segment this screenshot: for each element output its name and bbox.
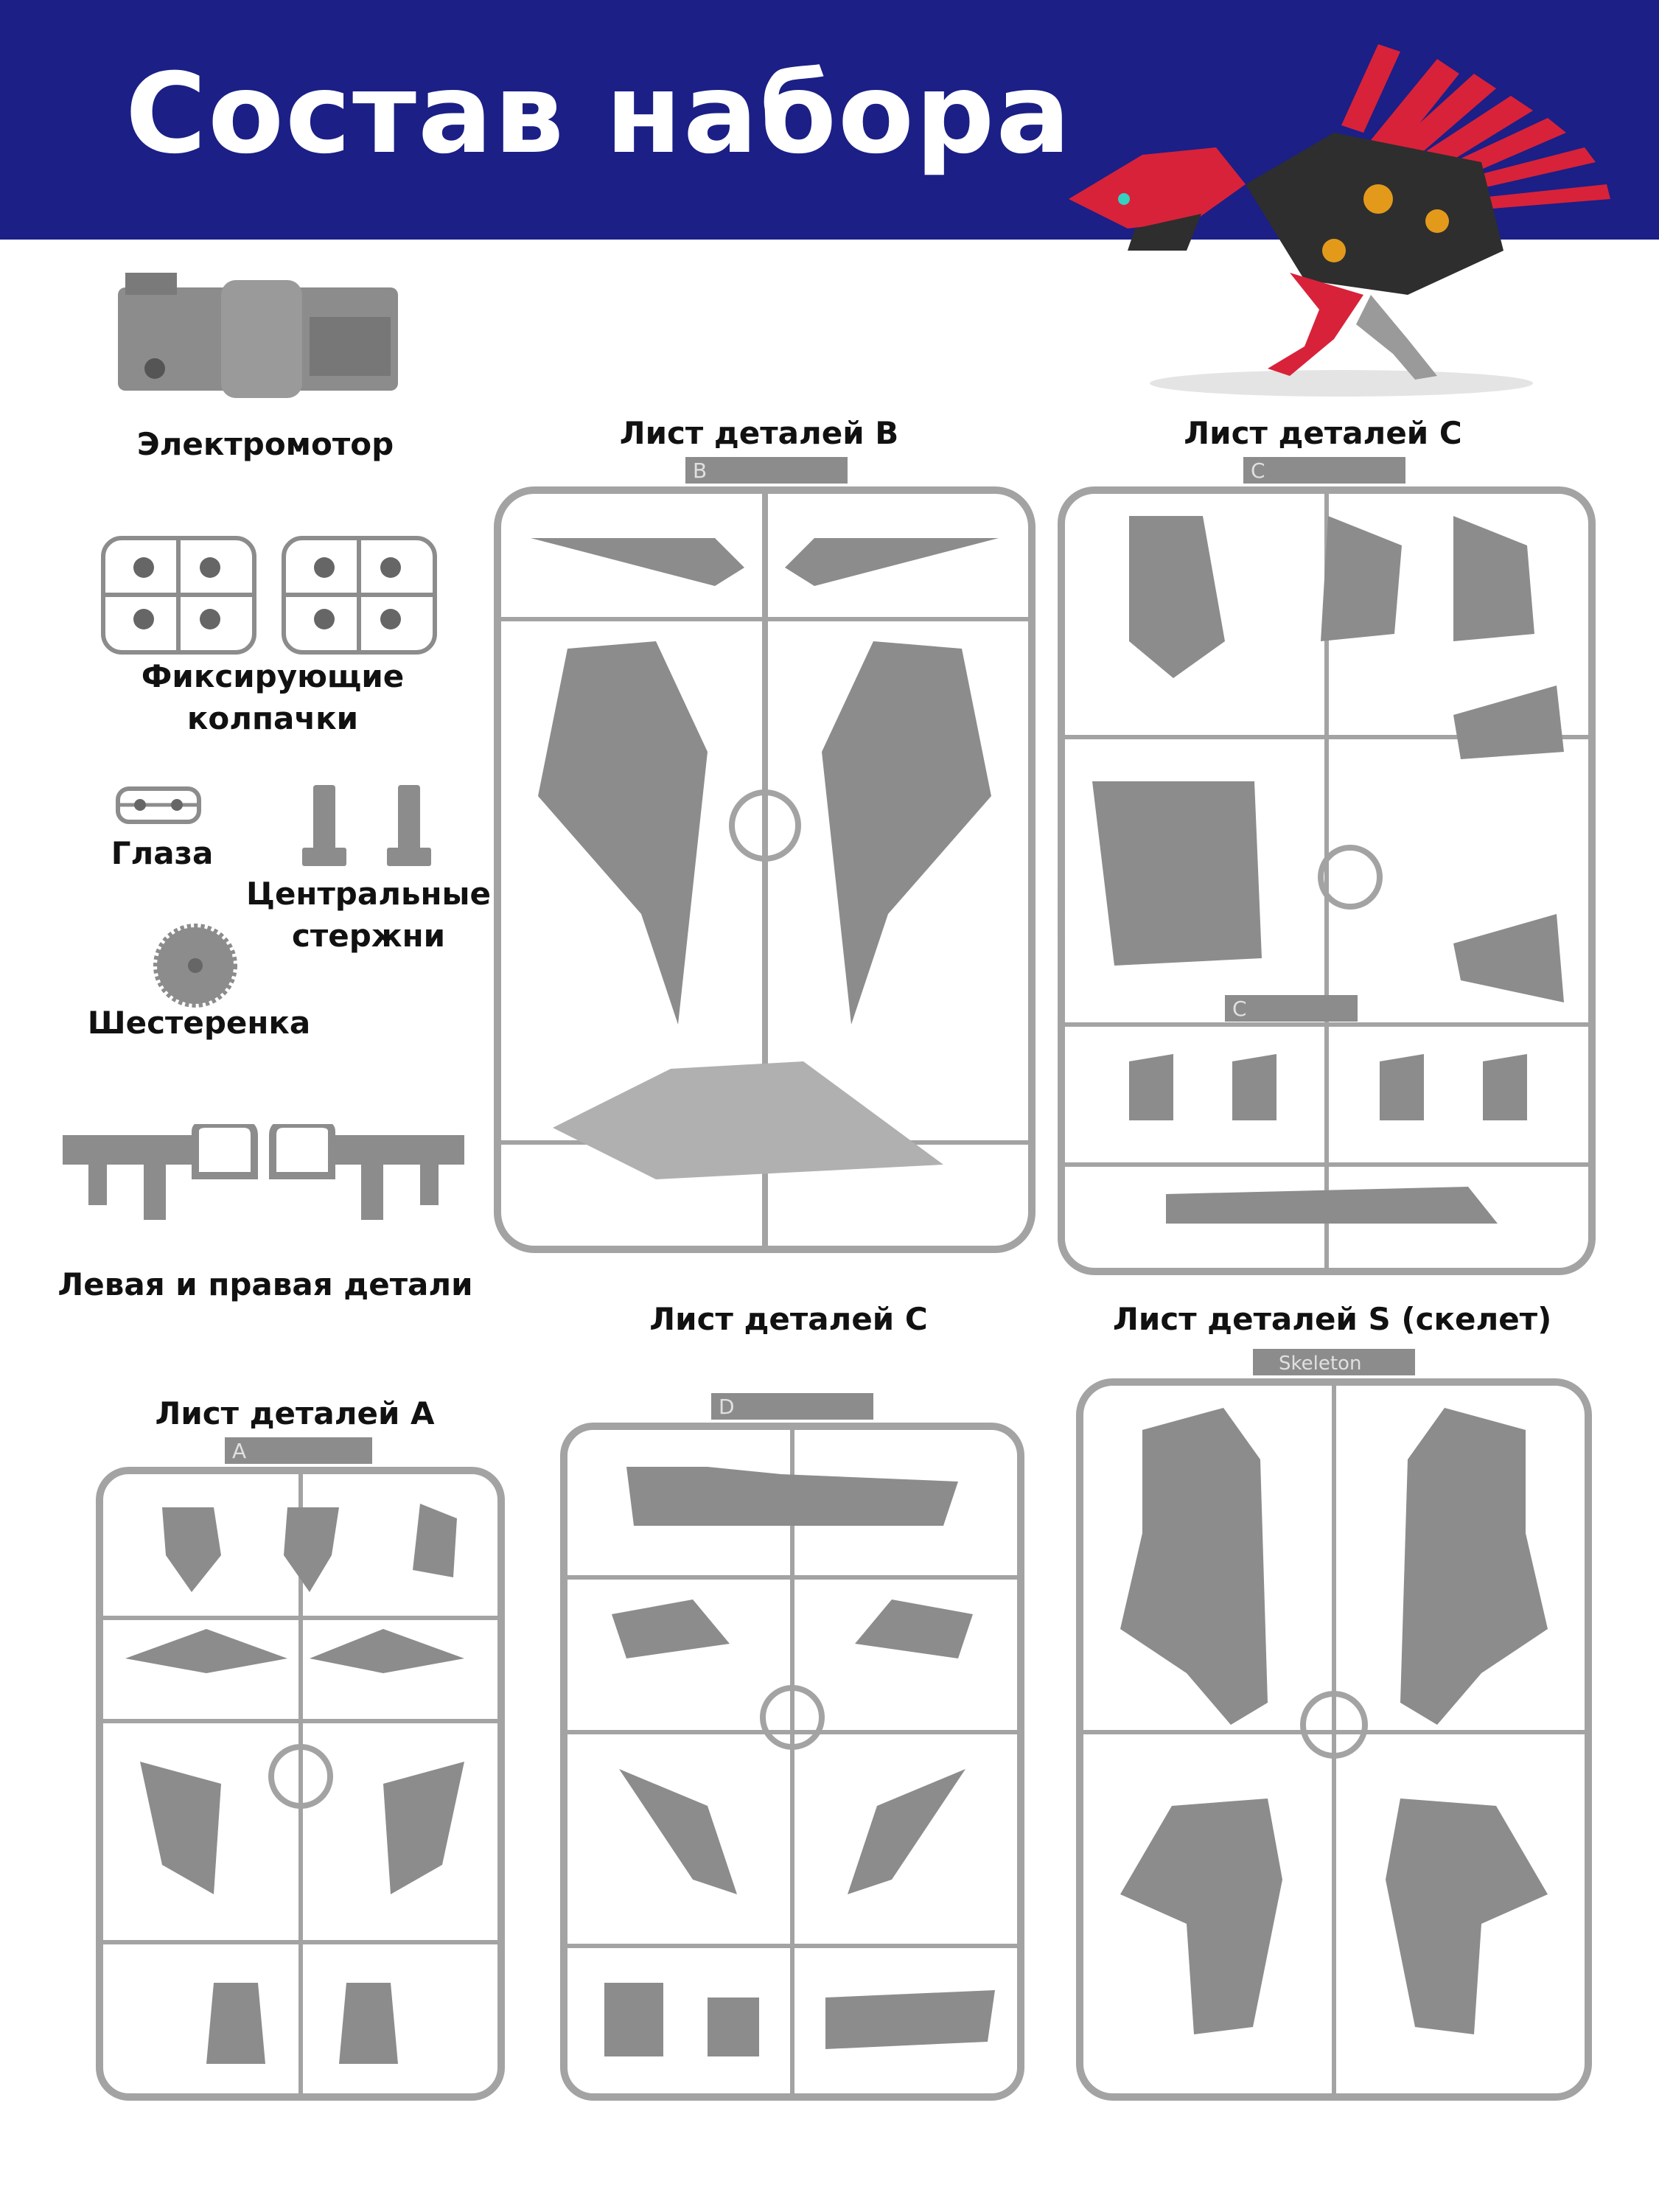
sheet-s-title: Лист деталей S (скелет) bbox=[1113, 1301, 1552, 1337]
motor-icon bbox=[118, 273, 398, 398]
sheet-a-title: Лист деталей A bbox=[155, 1395, 435, 1431]
gear-label: Шестеренка bbox=[87, 1005, 311, 1041]
sheet-a-tab: A bbox=[232, 1439, 246, 1463]
sheet-c1-title: Лист деталей C bbox=[1184, 415, 1462, 451]
motor-label: Электромотор bbox=[136, 426, 394, 462]
rods-label: Центральные стержни bbox=[245, 876, 492, 954]
gear-icon bbox=[153, 924, 237, 1008]
sheet-b-title: Лист деталей B bbox=[619, 415, 899, 451]
eyes-icon bbox=[116, 786, 201, 824]
sheet-c1-tab2: C bbox=[1232, 997, 1247, 1021]
robot-bird-image bbox=[1069, 44, 1610, 397]
sheet-c1: C C bbox=[1058, 457, 1596, 1275]
caps-label: Фиксирующие колпачки bbox=[141, 658, 405, 736]
sheet-c2-title: Лист деталей C bbox=[649, 1301, 928, 1337]
sheet-s-tab: Skeleton bbox=[1279, 1353, 1361, 1375]
eyes-label: Глаза bbox=[111, 835, 214, 871]
sheet-b-tab: B bbox=[693, 458, 707, 483]
sheet-c2-tab: D bbox=[719, 1395, 735, 1419]
sheet-c2: D bbox=[560, 1393, 1024, 2101]
sheet-s: Skeleton bbox=[1076, 1349, 1592, 2101]
rods-icon bbox=[302, 785, 431, 866]
sides-label: Левая и правая детали bbox=[57, 1266, 473, 1302]
sheet-b: B bbox=[494, 457, 1035, 1253]
sheet-a: A bbox=[96, 1437, 505, 2101]
caps-icon bbox=[101, 536, 437, 655]
page-title: Состав набора bbox=[125, 50, 1072, 178]
side-parts-icon bbox=[63, 1124, 464, 1220]
sheet-c1-tab: C bbox=[1251, 458, 1265, 483]
